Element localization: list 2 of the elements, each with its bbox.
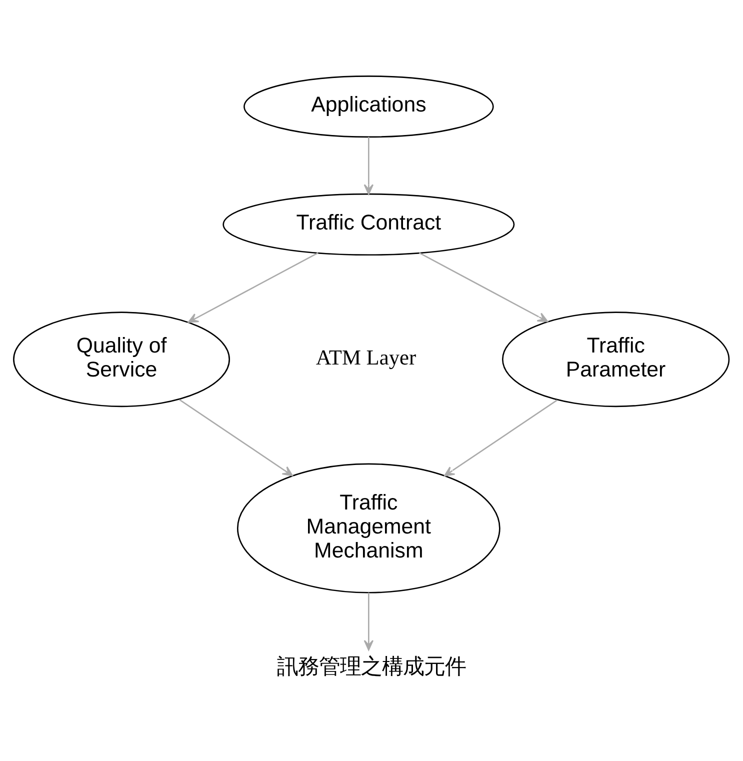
label: ATM Layer	[316, 344, 416, 369]
caption: 訊務管理之構成元件	[277, 654, 466, 679]
